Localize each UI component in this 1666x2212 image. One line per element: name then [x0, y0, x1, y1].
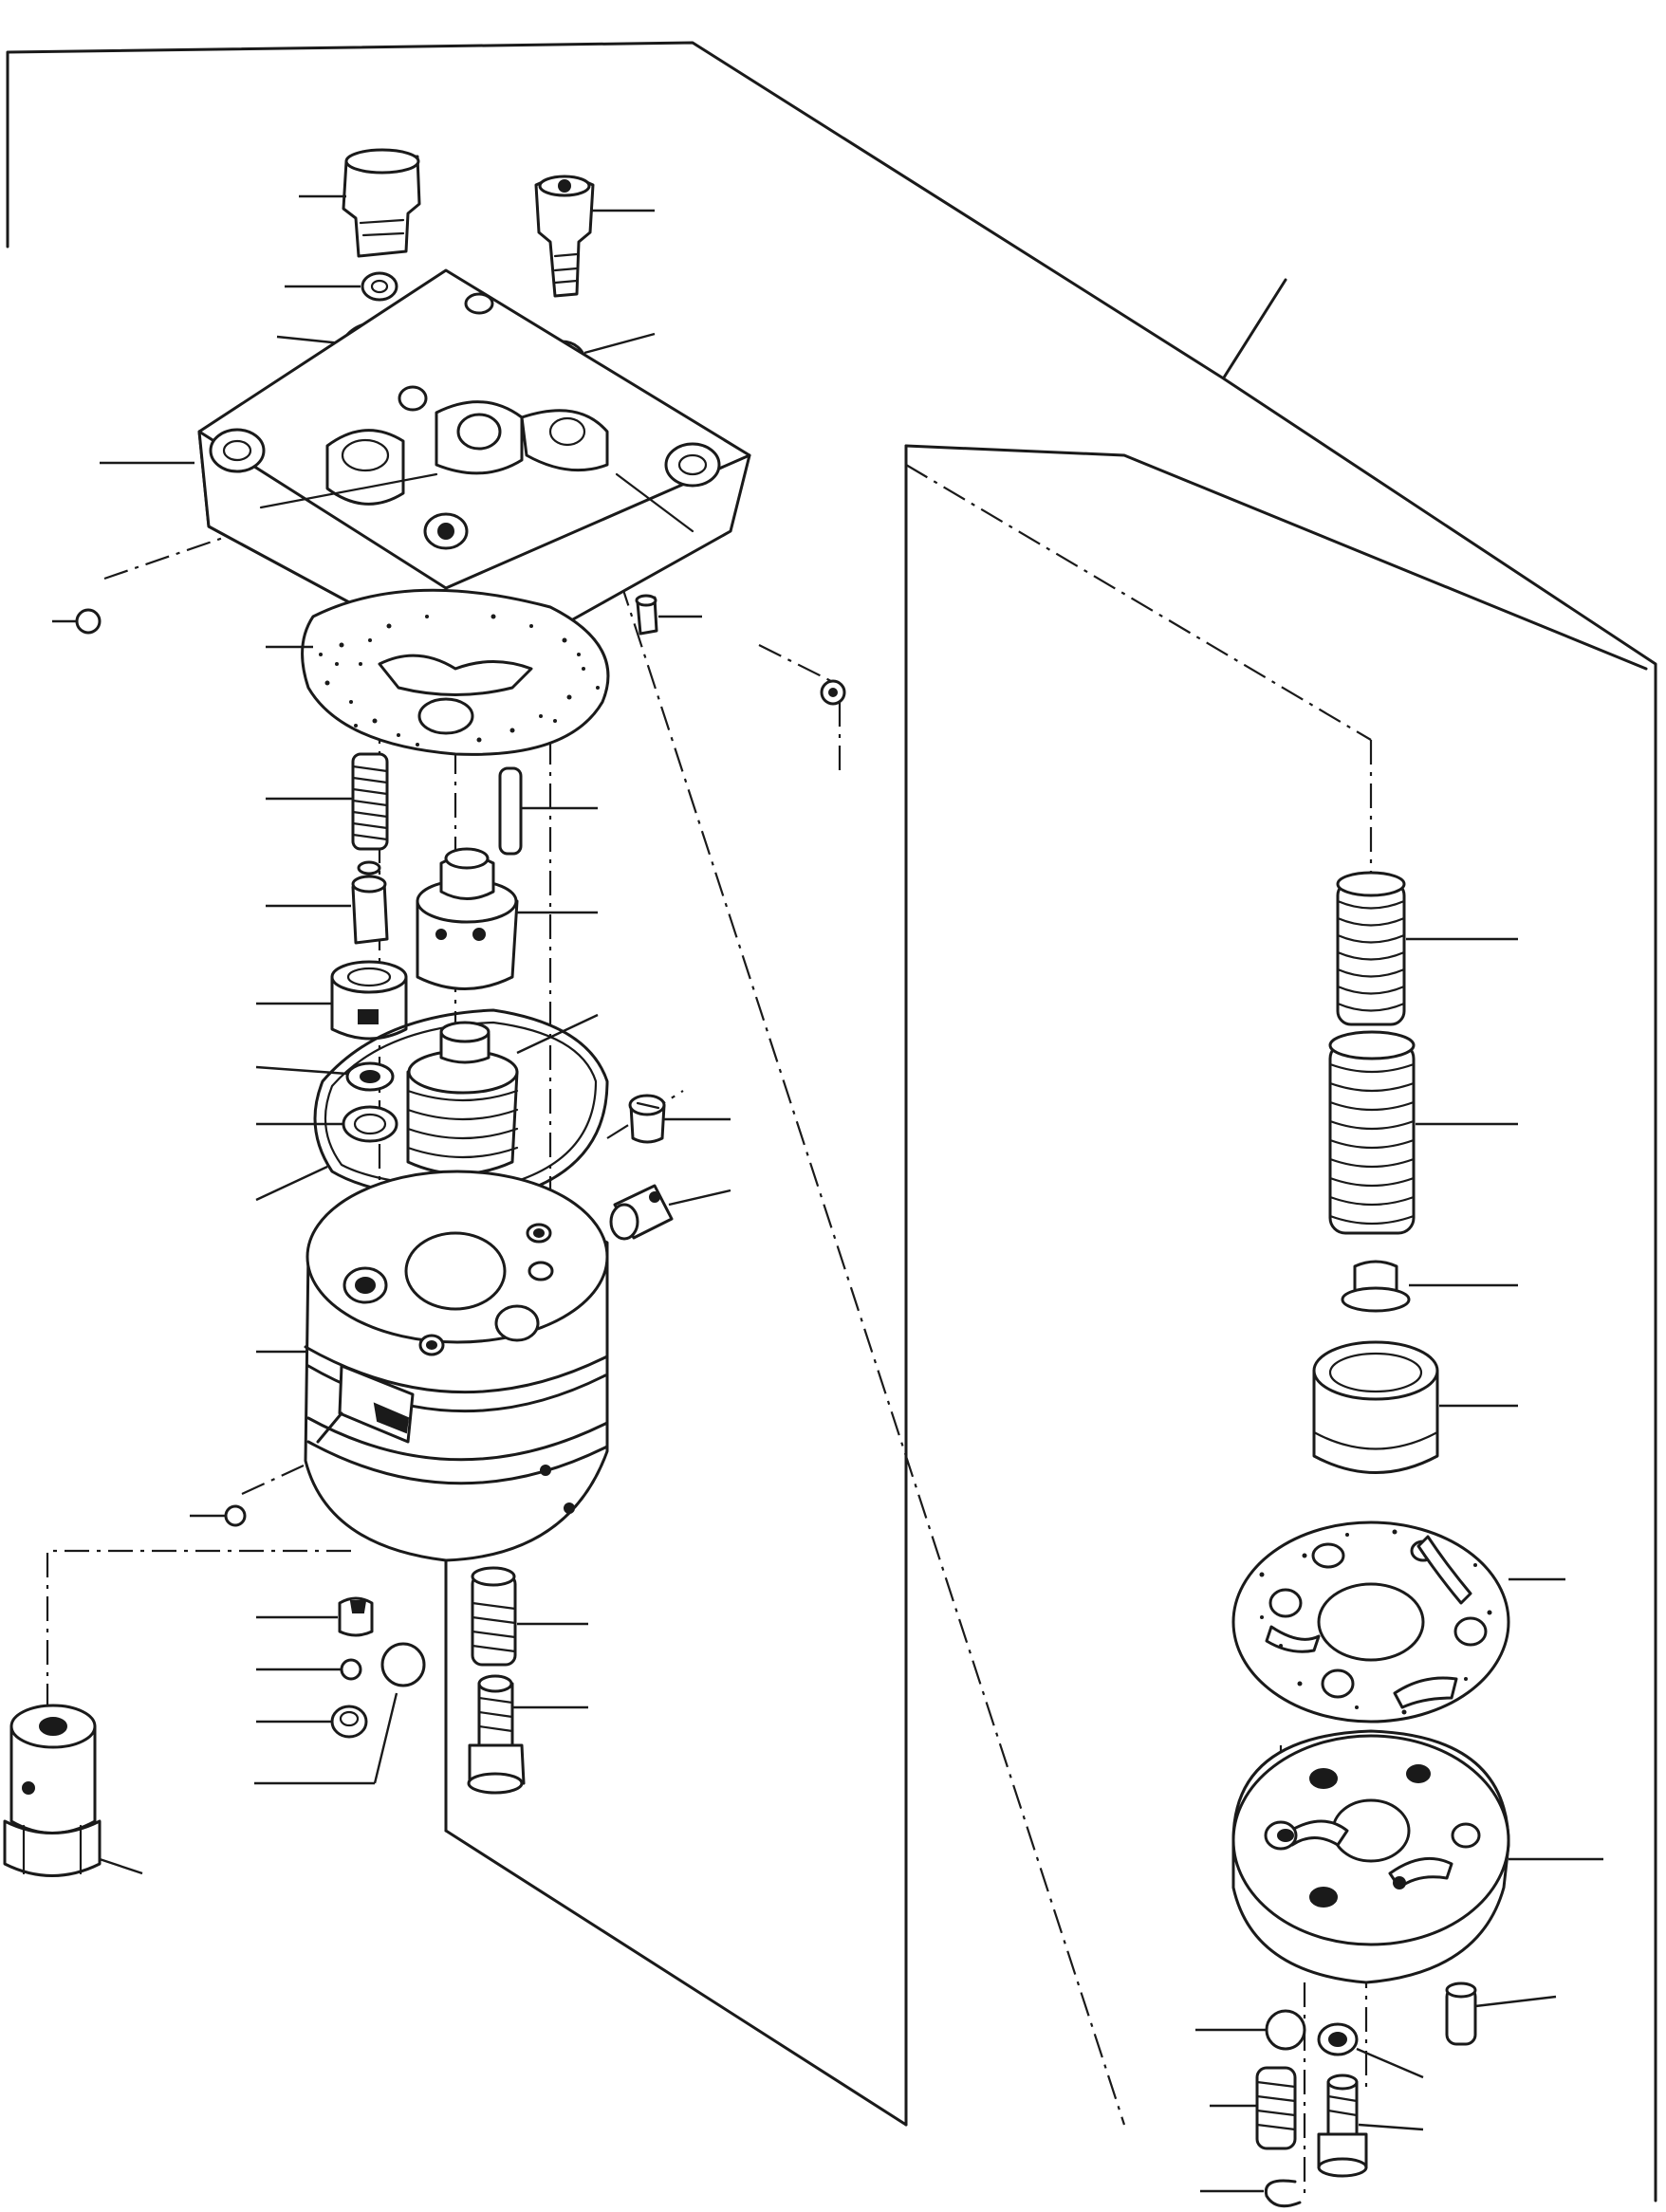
ball-large-lower [380, 1642, 426, 1687]
cap-screw [534, 175, 655, 298]
sleeve [256, 960, 408, 1041]
plug-cap [299, 148, 421, 258]
enclosure-lines [6, 41, 1657, 2203]
small-washer [285, 271, 398, 302]
seal-ring-d [256, 1105, 398, 1143]
dowel-pin [498, 766, 598, 856]
spring-small [266, 752, 389, 851]
pin-right [1445, 1982, 1557, 2046]
ball-r [1195, 2009, 1306, 2051]
spring-inner [1328, 1030, 1518, 1235]
clip-r [1200, 2179, 1302, 2208]
cam-ring [1231, 1729, 1603, 1984]
set-screw [628, 1094, 731, 1144]
collar [609, 1184, 731, 1241]
ball-lower [256, 1658, 362, 1681]
retainer [1312, 1340, 1518, 1474]
seal-ring-c [255, 1061, 395, 1092]
screw-r [1317, 2074, 1424, 2178]
spring-seat [1341, 1260, 1518, 1313]
alignment-lines [46, 313, 1373, 2201]
ball-body [190, 1504, 247, 1527]
pin-small [635, 594, 702, 636]
port-plate [1231, 1521, 1565, 1724]
screw-lower [467, 1674, 588, 1795]
cup-lower [256, 1705, 368, 1739]
ring-r [1317, 2022, 1424, 2079]
spring-lower [471, 1566, 588, 1667]
fitting-nut [3, 1704, 143, 1877]
leader-lower-2 [373, 1692, 398, 1784]
spring-r [1210, 2066, 1297, 2150]
gasket-top [266, 588, 610, 756]
pump-body [256, 1170, 609, 1562]
cap-lower [256, 1596, 374, 1637]
plunger-small [266, 860, 389, 945]
spring-outer [1336, 871, 1518, 1026]
valve-spool-upper [406, 1013, 599, 1175]
ball-right [820, 679, 846, 706]
ball-left [52, 608, 102, 635]
valve-spool [416, 847, 598, 990]
